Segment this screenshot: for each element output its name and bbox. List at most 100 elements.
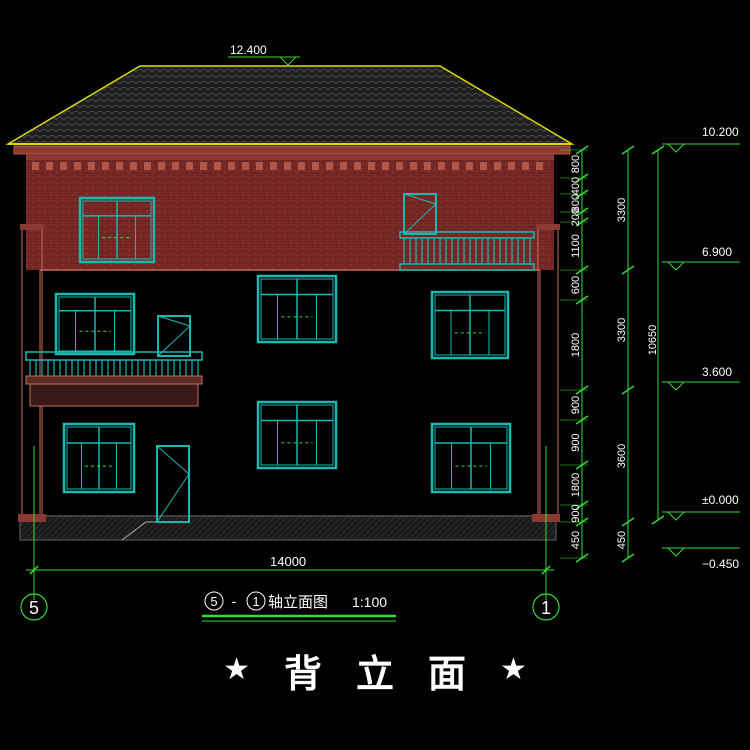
ridge-elevation-mark: 12.400 [228, 43, 300, 66]
title-scale: 1:100 [352, 594, 387, 610]
dentil [452, 162, 459, 170]
level-value: 3.600 [702, 365, 732, 379]
middle-balcony [25, 351, 203, 407]
title-dash: - [232, 593, 237, 609]
level-value: −0.450 [702, 557, 739, 571]
dentil [270, 162, 277, 170]
dentil [116, 162, 123, 170]
level-marks: 10.200 6.900 3.600 ±0.000 −0.450 [662, 125, 740, 571]
inner-dimension-label: 450 [570, 531, 582, 549]
axis-right-label: 1 [541, 598, 551, 618]
dentil [396, 162, 403, 170]
inner-dimension-label: 400 [570, 177, 582, 195]
dentil [144, 162, 151, 170]
window [430, 422, 512, 494]
windows [54, 196, 512, 494]
dentil [158, 162, 165, 170]
middle-balcony-door [157, 315, 191, 357]
dentil [200, 162, 207, 170]
dentil [312, 162, 319, 170]
dentil [298, 162, 305, 170]
cornice-dentils [32, 162, 543, 170]
dentil [466, 162, 473, 170]
inner-dimension-label: 200 [570, 208, 582, 226]
dentil [88, 162, 95, 170]
dentil [522, 162, 529, 170]
dentil [214, 162, 221, 170]
dentil [60, 162, 67, 170]
level-mark-eave: 10.200 [662, 125, 740, 153]
inner-dimension-label: 1800 [570, 473, 582, 497]
dentil [102, 162, 109, 170]
floor-dimension-label: 3300 [616, 198, 628, 222]
floor-dimension-label: 450 [616, 531, 628, 549]
dentil [340, 162, 347, 170]
axis-bubble-right: 1 [532, 593, 560, 621]
dentil [354, 162, 361, 170]
title-axis-from: 5 [210, 594, 217, 609]
doors [156, 193, 437, 523]
level-value: ±0.000 [702, 493, 739, 507]
inner-dimension-label: 800 [570, 155, 582, 173]
title-axis-to: 1 [252, 594, 259, 609]
inner-dimension-label: 900 [570, 433, 582, 451]
roof [5, 65, 575, 155]
window [78, 196, 156, 264]
dentil [480, 162, 487, 170]
level-value: 6.900 [702, 245, 732, 259]
inner-dimension-label: 800 [570, 194, 582, 212]
axis-bubble-left: 5 [20, 593, 48, 621]
dentil [186, 162, 193, 170]
inner-dimension-label: 900 [570, 396, 582, 414]
window [256, 274, 338, 344]
inner-dimension-label: 1100 [570, 234, 582, 258]
window [54, 292, 136, 356]
width-dimension: 14000 [26, 446, 554, 600]
level-mark-grade: −0.450 [662, 547, 740, 571]
caption-title: 背立面 [283, 651, 500, 696]
dentil [46, 162, 53, 170]
dentil [256, 162, 263, 170]
level-mark-floor2: 3.600 [662, 365, 740, 391]
dentil [74, 162, 81, 170]
total-height-label: 10650 [647, 325, 659, 356]
star-left-icon: ★ [223, 652, 250, 687]
dentil [424, 162, 431, 170]
dentil [410, 162, 417, 170]
floor-dimension-label: 3600 [616, 444, 628, 468]
plinth [18, 514, 560, 541]
axis-left-label: 5 [29, 598, 39, 618]
inner-dimension-label: 600 [570, 276, 582, 294]
dentil [536, 162, 543, 170]
ground-door [156, 445, 190, 523]
dentil [130, 162, 137, 170]
upper-wall [26, 154, 554, 270]
dentil [284, 162, 291, 170]
upper-balcony-door [403, 193, 437, 235]
window [62, 422, 136, 494]
inner-dimension-label: 1800 [570, 333, 582, 357]
dentil [382, 162, 389, 170]
dentil [242, 162, 249, 170]
window [430, 290, 510, 360]
level-mark-ground: ±0.000 [662, 493, 740, 521]
dentil [172, 162, 179, 170]
dentil [368, 162, 375, 170]
balconies [25, 231, 535, 407]
floor-dimension-label: 3300 [616, 318, 628, 342]
title-label: 轴立面图 [268, 594, 328, 611]
upper-balcony [399, 231, 535, 271]
width-dimension-label: 14000 [270, 554, 306, 569]
dimension-chains: 8004008002001100600180090090018009004503… [560, 145, 665, 563]
ridge-elevation: 12.400 [230, 43, 267, 57]
level-value: 10.200 [702, 125, 739, 139]
drawing-title: 5 - 1 轴立面图 1:100 [202, 591, 396, 622]
dentil [32, 162, 39, 170]
dentil [508, 162, 515, 170]
star-right-icon: ★ [500, 652, 527, 687]
dentil [228, 162, 235, 170]
level-mark-floor3: 6.900 [662, 245, 740, 271]
dentil [326, 162, 333, 170]
dentil [494, 162, 501, 170]
